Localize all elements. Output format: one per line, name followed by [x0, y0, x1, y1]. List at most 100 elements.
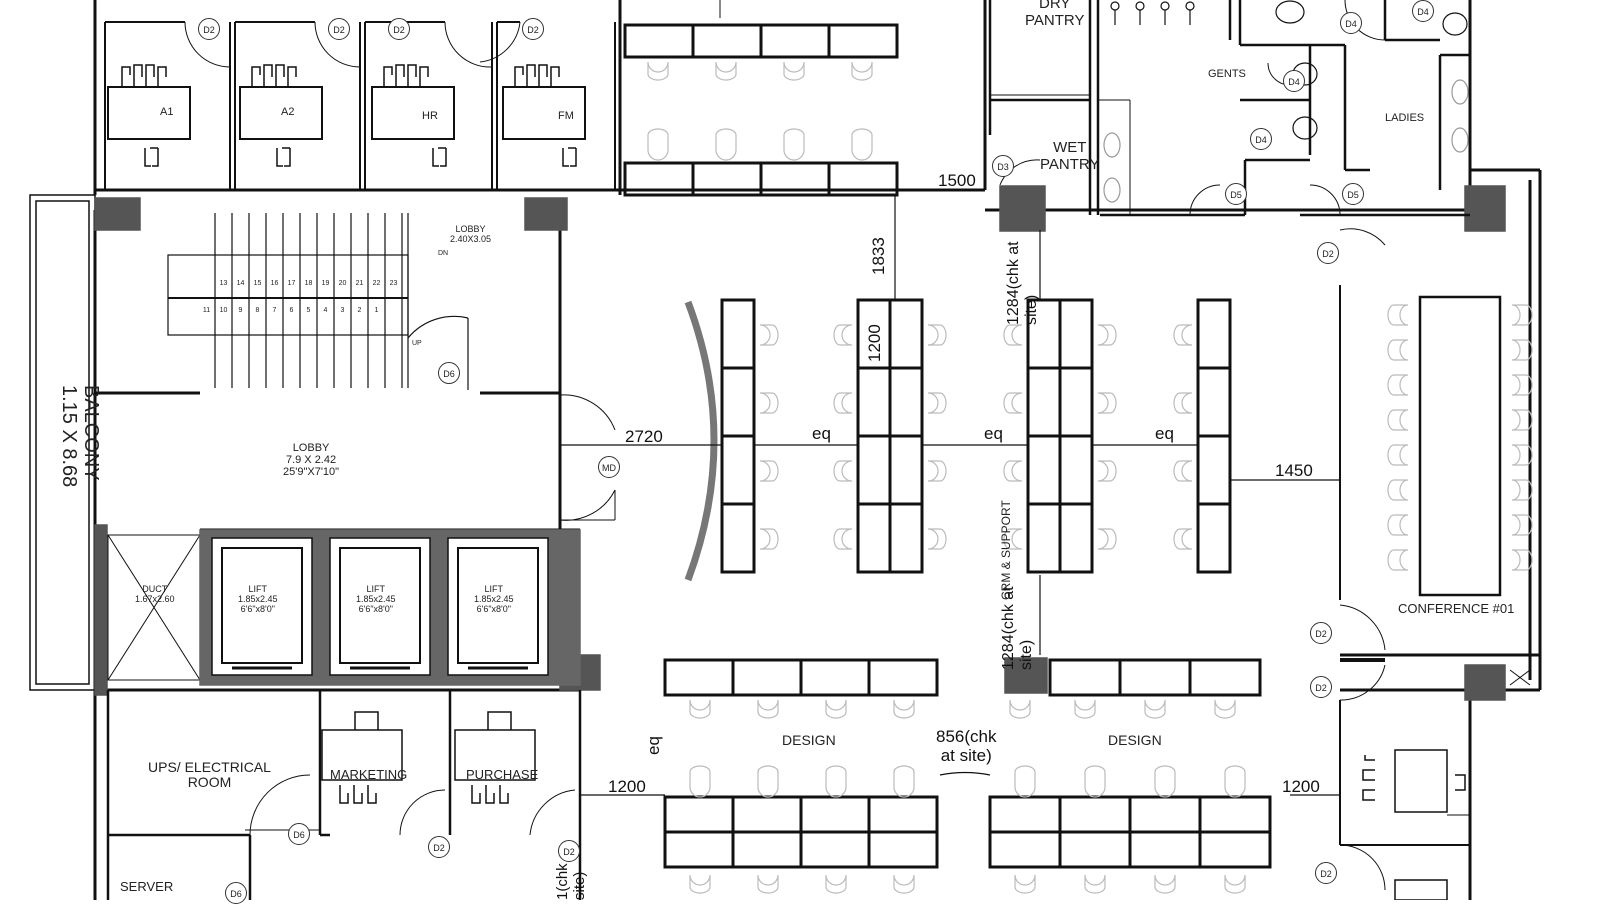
- stair-step-number: 7: [272, 307, 277, 314]
- door-tag: MD: [598, 456, 620, 478]
- stair-step-number: 1: [374, 307, 379, 314]
- design-chairs: [689, 699, 1246, 894]
- gents-label: GENTS: [1208, 68, 1246, 80]
- duct-label: DUCT 1.67x2.60: [135, 584, 175, 604]
- dimension-lines: [560, 189, 1340, 796]
- stair-step-number: 6: [289, 307, 294, 314]
- toilet-door-swings: [999, 0, 1386, 216]
- stair-step-number: 4: [323, 307, 328, 314]
- stair-step-number: 22: [372, 280, 381, 287]
- dim-1200-left: 1200: [608, 777, 646, 796]
- marketing-label: MARKETING: [330, 767, 408, 782]
- top-workstations: [623, 0, 899, 197]
- staircase: [167, 213, 469, 390]
- server-room-label: SERVER: [120, 879, 174, 894]
- stair-step-number: 2: [357, 307, 362, 314]
- purchase-label: PURCHASE: [466, 767, 539, 782]
- cabin-a1-label: A1: [160, 106, 174, 118]
- stair-down-mark: DN: [438, 250, 449, 257]
- top-workstation-chairs: [647, 61, 873, 161]
- door-swings-top: [184, 21, 521, 68]
- stair-step-number: 9: [238, 307, 243, 314]
- cabin-chairs: [121, 64, 577, 167]
- balcony-outline: [29, 194, 96, 691]
- dim-1450: 1450: [1275, 461, 1313, 480]
- door-tag: D2: [558, 840, 580, 862]
- stair-step-number: 13: [219, 280, 228, 287]
- bottom-left-chairs: [339, 711, 512, 804]
- stair-step-number: 18: [304, 280, 313, 287]
- stair-up-mark: UP: [412, 340, 422, 347]
- stair-step-number: 5: [306, 307, 311, 314]
- central-desk-column-1: [720, 298, 756, 574]
- lift-2-label: LIFT 1.85x2.45 6'6"x8'0": [356, 584, 396, 614]
- dim-1284-bottom: 1284(chk at site): [1000, 586, 1035, 670]
- design-workstations-left: [663, 658, 939, 869]
- pantry-toilet-walls: [988, 0, 1470, 217]
- stair-step-number: 3: [340, 307, 345, 314]
- door-tag: D2: [198, 18, 220, 40]
- central-desk-column-3: [1026, 298, 1094, 574]
- stair-step-number: 11: [202, 307, 211, 314]
- bottom-left-rooms: [106, 690, 582, 900]
- design-left-label: DESIGN: [782, 732, 836, 748]
- dim-1200-vertical: 1200: [865, 324, 884, 362]
- door-tag: D2: [328, 18, 350, 40]
- door-tag: D2: [428, 836, 450, 858]
- cabin-a2-label: A2: [281, 106, 295, 118]
- curved-partition: [684, 300, 718, 582]
- columns: [94, 185, 1506, 701]
- design-right-label: DESIGN: [1108, 732, 1162, 748]
- dim-eq-1: eq: [812, 424, 831, 443]
- small-lobby-label: LOBBY 2.40X3.05: [450, 224, 492, 244]
- stair-step-number: 19: [321, 280, 330, 287]
- stair-step-number: 16: [270, 280, 279, 287]
- lift-shafts: [199, 529, 581, 686]
- ups-electrical-room-label: UPS/ ELECTRICAL ROOM: [148, 759, 271, 791]
- door-tag: D2: [1315, 862, 1337, 884]
- conference-room: [1339, 228, 1533, 900]
- cabin-hr-label: HR: [422, 110, 438, 122]
- dim-chk-site-bottom: 1(chk site): [554, 863, 588, 900]
- dim-2720: 2720: [625, 427, 663, 446]
- top-cabins: [104, 21, 616, 190]
- dim-eq-vertical: eq: [644, 736, 663, 755]
- stair-step-number: 8: [255, 307, 260, 314]
- dry-pantry-label: DRY PANTRY: [1025, 0, 1085, 29]
- dim-1833: 1833: [869, 237, 888, 275]
- toilet-fixtures: [1103, 0, 1469, 203]
- dim-1200-right: 1200: [1282, 777, 1320, 796]
- stair-step-number: 10: [219, 307, 228, 314]
- door-tag: D2: [1310, 622, 1332, 644]
- door-tag: D6: [225, 882, 247, 904]
- central-desk-column-2: [856, 298, 924, 574]
- door-tag: D4: [1283, 70, 1305, 92]
- dim-eq-3: eq: [1155, 424, 1174, 443]
- door-tag: D6: [438, 362, 460, 384]
- door-tag: D4: [1412, 0, 1434, 22]
- conference-room-label: CONFERENCE #01: [1398, 601, 1515, 616]
- stair-step-number: 17: [287, 280, 296, 287]
- door-tag: D3: [992, 155, 1014, 177]
- stair-step-number: 23: [389, 280, 398, 287]
- door-tag: D2: [1317, 242, 1339, 264]
- central-desk-column-4: [1196, 298, 1232, 574]
- door-tag: D2: [1310, 676, 1332, 698]
- stair-step-number: 20: [338, 280, 347, 287]
- dim-1500: 1500: [938, 171, 976, 190]
- door-tag: D5: [1225, 183, 1247, 205]
- lift-3-label: LIFT 1.85x2.45 6'6"x8'0": [474, 584, 514, 614]
- central-chairs: [759, 324, 1193, 550]
- stair-step-number: 15: [253, 280, 262, 287]
- lobby-main-door: [559, 394, 616, 521]
- cabin-fm-label: FM: [558, 110, 574, 122]
- wet-pantry-label: WET PANTRY: [1040, 139, 1100, 173]
- dim-eq-2: eq: [984, 424, 1003, 443]
- door-tag: D5: [1342, 183, 1364, 205]
- lift-1-label: LIFT 1.85x2.45 6'6"x8'0": [238, 584, 278, 614]
- stair-step-number: 14: [236, 280, 245, 287]
- main-lobby-label: LOBBY 7.9 X 2.42 25'9"X7'10": [283, 442, 340, 479]
- stair-step-number: 21: [355, 280, 364, 287]
- door-tag: D2: [522, 18, 544, 40]
